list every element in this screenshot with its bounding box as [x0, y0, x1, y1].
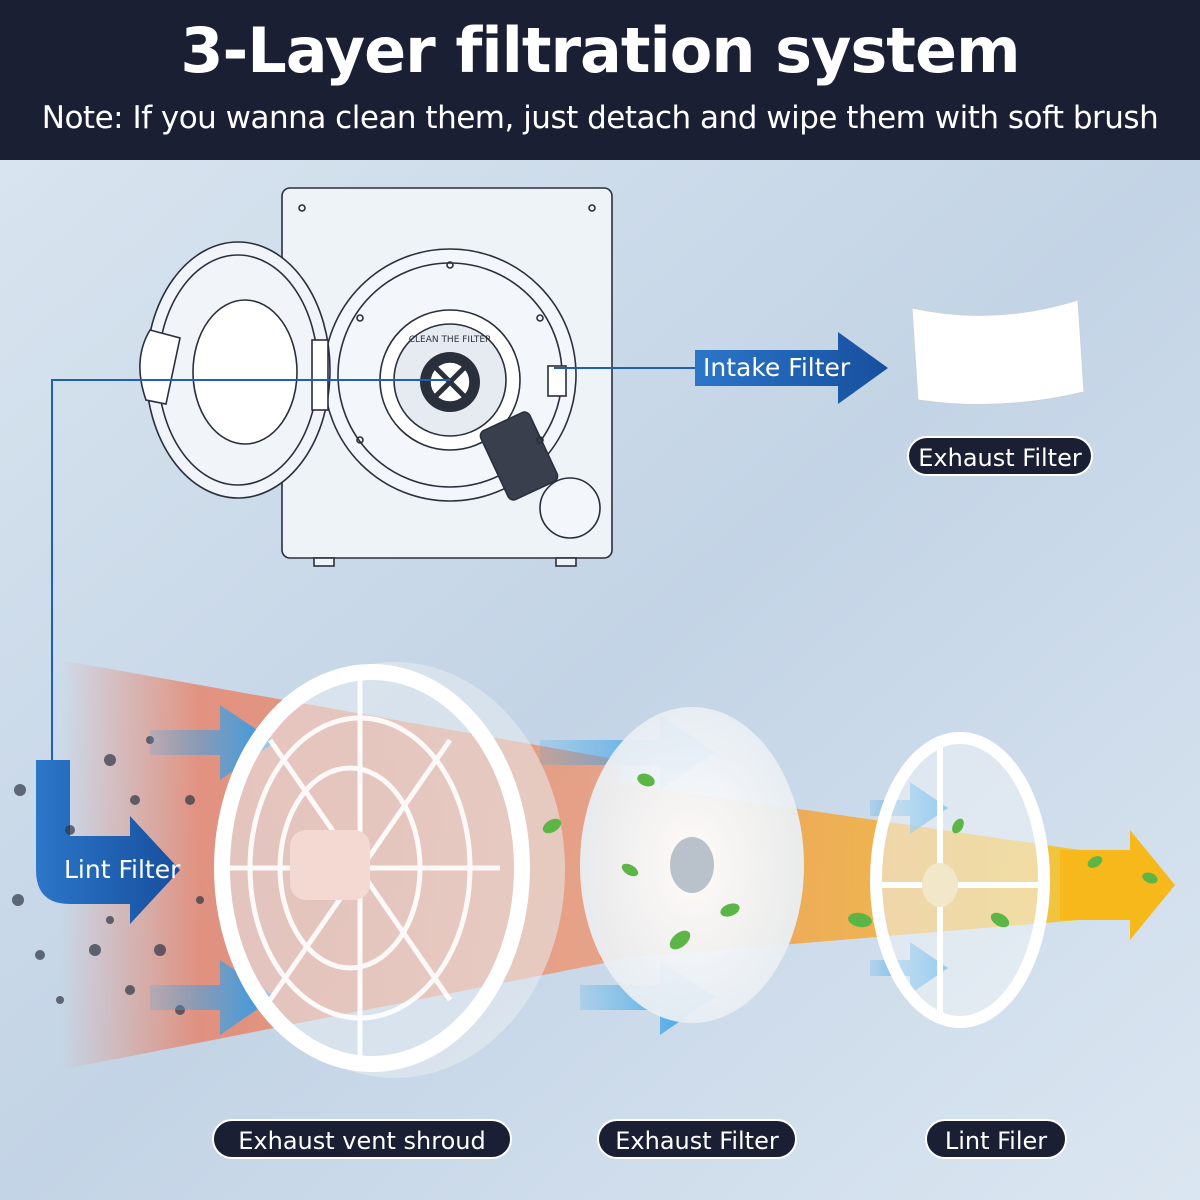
exhaust-vent-shroud-label: Exhaust vent shroud [212, 1119, 512, 1159]
door-window [192, 299, 298, 445]
exhaust-vent-shroud [214, 662, 565, 1078]
lint-filer-label: Lint Filer [925, 1119, 1067, 1159]
exhaust-filter-top-label: Exhaust Filter [907, 436, 1093, 476]
page-title: 3-Layer filtration system [180, 14, 1020, 87]
door-latch [547, 365, 567, 397]
intake-arrow [695, 332, 888, 404]
leaves [542, 773, 1158, 950]
page-subtitle: Note: If you wanna clean them, just deta… [41, 100, 1159, 136]
exhaust-grille [479, 411, 559, 501]
dryer-knob [539, 477, 601, 539]
dryer-foot-right [555, 557, 577, 567]
exhaust-filter-pad [911, 299, 1085, 405]
output-arrow [1060, 830, 1175, 940]
lint-connector [51, 379, 450, 760]
filter-ring-text: CLEAN THE FILTER [409, 335, 492, 345]
exhaust-filter-bottom-label: Exhaust Filter [597, 1119, 797, 1159]
lint-filter-label: Lint Filter [64, 855, 181, 884]
lint-filter-disc [870, 732, 1050, 1028]
connector-lines [51, 367, 700, 760]
intake-filter-label: Intake Filter [703, 353, 851, 382]
dryer-foot-left [313, 557, 335, 567]
lint-arrow [36, 760, 180, 924]
exhaust-filter-disc [580, 707, 804, 1023]
header-banner: 3-Layer filtration system Note: If you w… [0, 0, 1200, 160]
door-handle [139, 329, 181, 405]
